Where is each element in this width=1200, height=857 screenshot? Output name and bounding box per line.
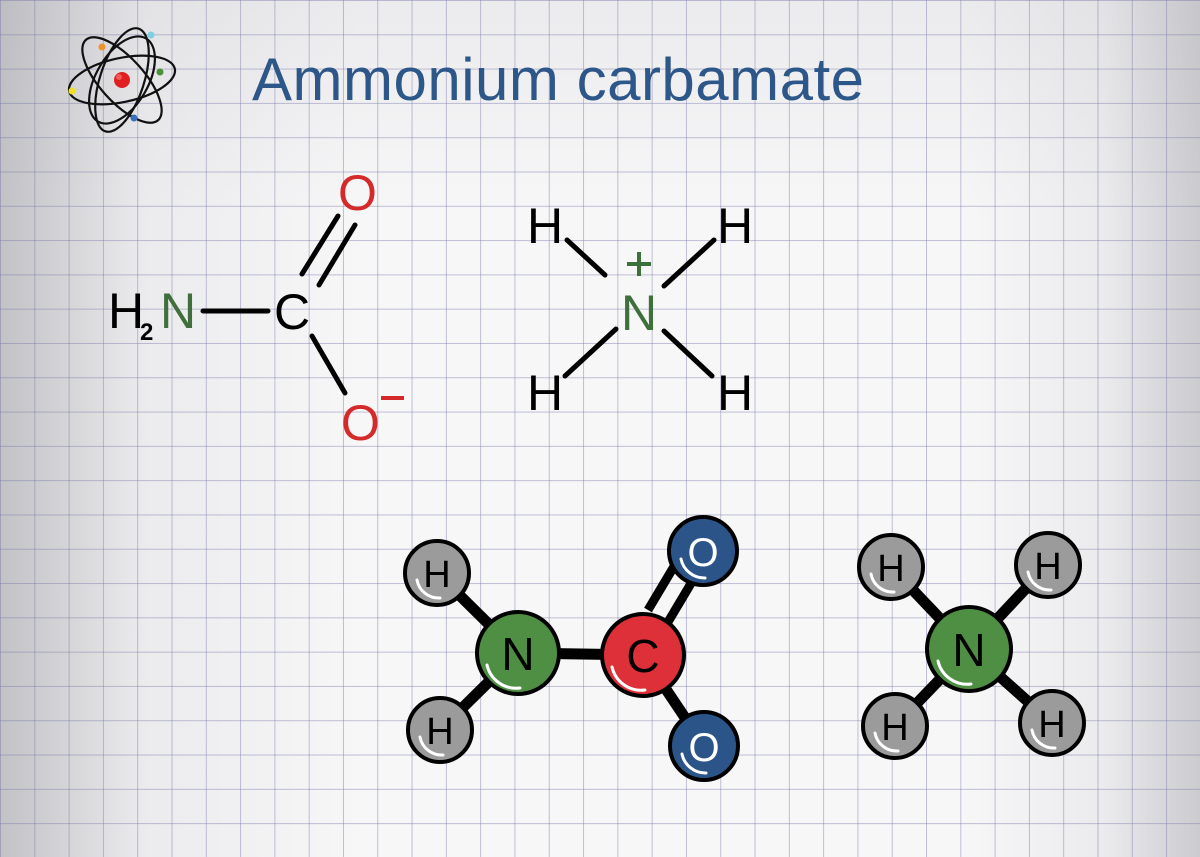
svg-text:H: H: [426, 711, 453, 753]
atom-H-label: H: [717, 198, 753, 254]
svg-text:N: N: [952, 624, 985, 676]
svg-text:C: C: [626, 630, 659, 682]
atom-O-double-label: O: [338, 165, 377, 221]
svg-text:H: H: [1038, 704, 1065, 746]
svg-text:H: H: [423, 554, 450, 596]
atom-icon: [67, 27, 177, 133]
svg-text:O: O: [688, 726, 719, 770]
atom-H-label: H: [527, 365, 563, 421]
atom-O-single-label: O: [341, 395, 380, 451]
atom-H-label: H: [717, 365, 753, 421]
atom-N-ball: N: [475, 610, 561, 696]
atom-O-ball: O: [667, 515, 739, 587]
carbamate-skeletal: H 2 N C O O: [108, 165, 404, 451]
atom-O-ball: O: [668, 710, 740, 782]
ammonium-ball-model: H H H H N: [857, 531, 1086, 760]
page-title: Ammonium carbamate: [252, 46, 865, 113]
atom-C-ball: C: [600, 612, 686, 698]
atom-H-ball: H: [1014, 531, 1082, 599]
svg-text:H: H: [877, 548, 904, 590]
atom-H-label: H: [527, 198, 563, 254]
carbamate-ball-model: H H N C O O: [403, 515, 740, 782]
atom-H-label: H: [108, 283, 144, 339]
atom-C-label: C: [274, 284, 310, 340]
atom-H-ball: H: [1018, 689, 1086, 757]
positive-charge-icon: [627, 252, 651, 276]
atom-N-ball: N: [925, 605, 1013, 693]
svg-text:H: H: [881, 707, 908, 749]
atom-H-ball: H: [403, 539, 471, 607]
svg-text:H: H: [1034, 546, 1061, 588]
atom-N-label: N: [621, 285, 657, 341]
atom-H-ball: H: [861, 692, 929, 760]
atom-H-ball: H: [406, 696, 474, 764]
atom-N-label: N: [160, 283, 196, 339]
svg-text:O: O: [687, 531, 718, 575]
atom-H-ball: H: [857, 533, 925, 601]
subscript-2: 2: [140, 319, 153, 346]
svg-text:N: N: [501, 628, 534, 680]
ammonium-skeletal: H H H H N: [527, 198, 753, 421]
